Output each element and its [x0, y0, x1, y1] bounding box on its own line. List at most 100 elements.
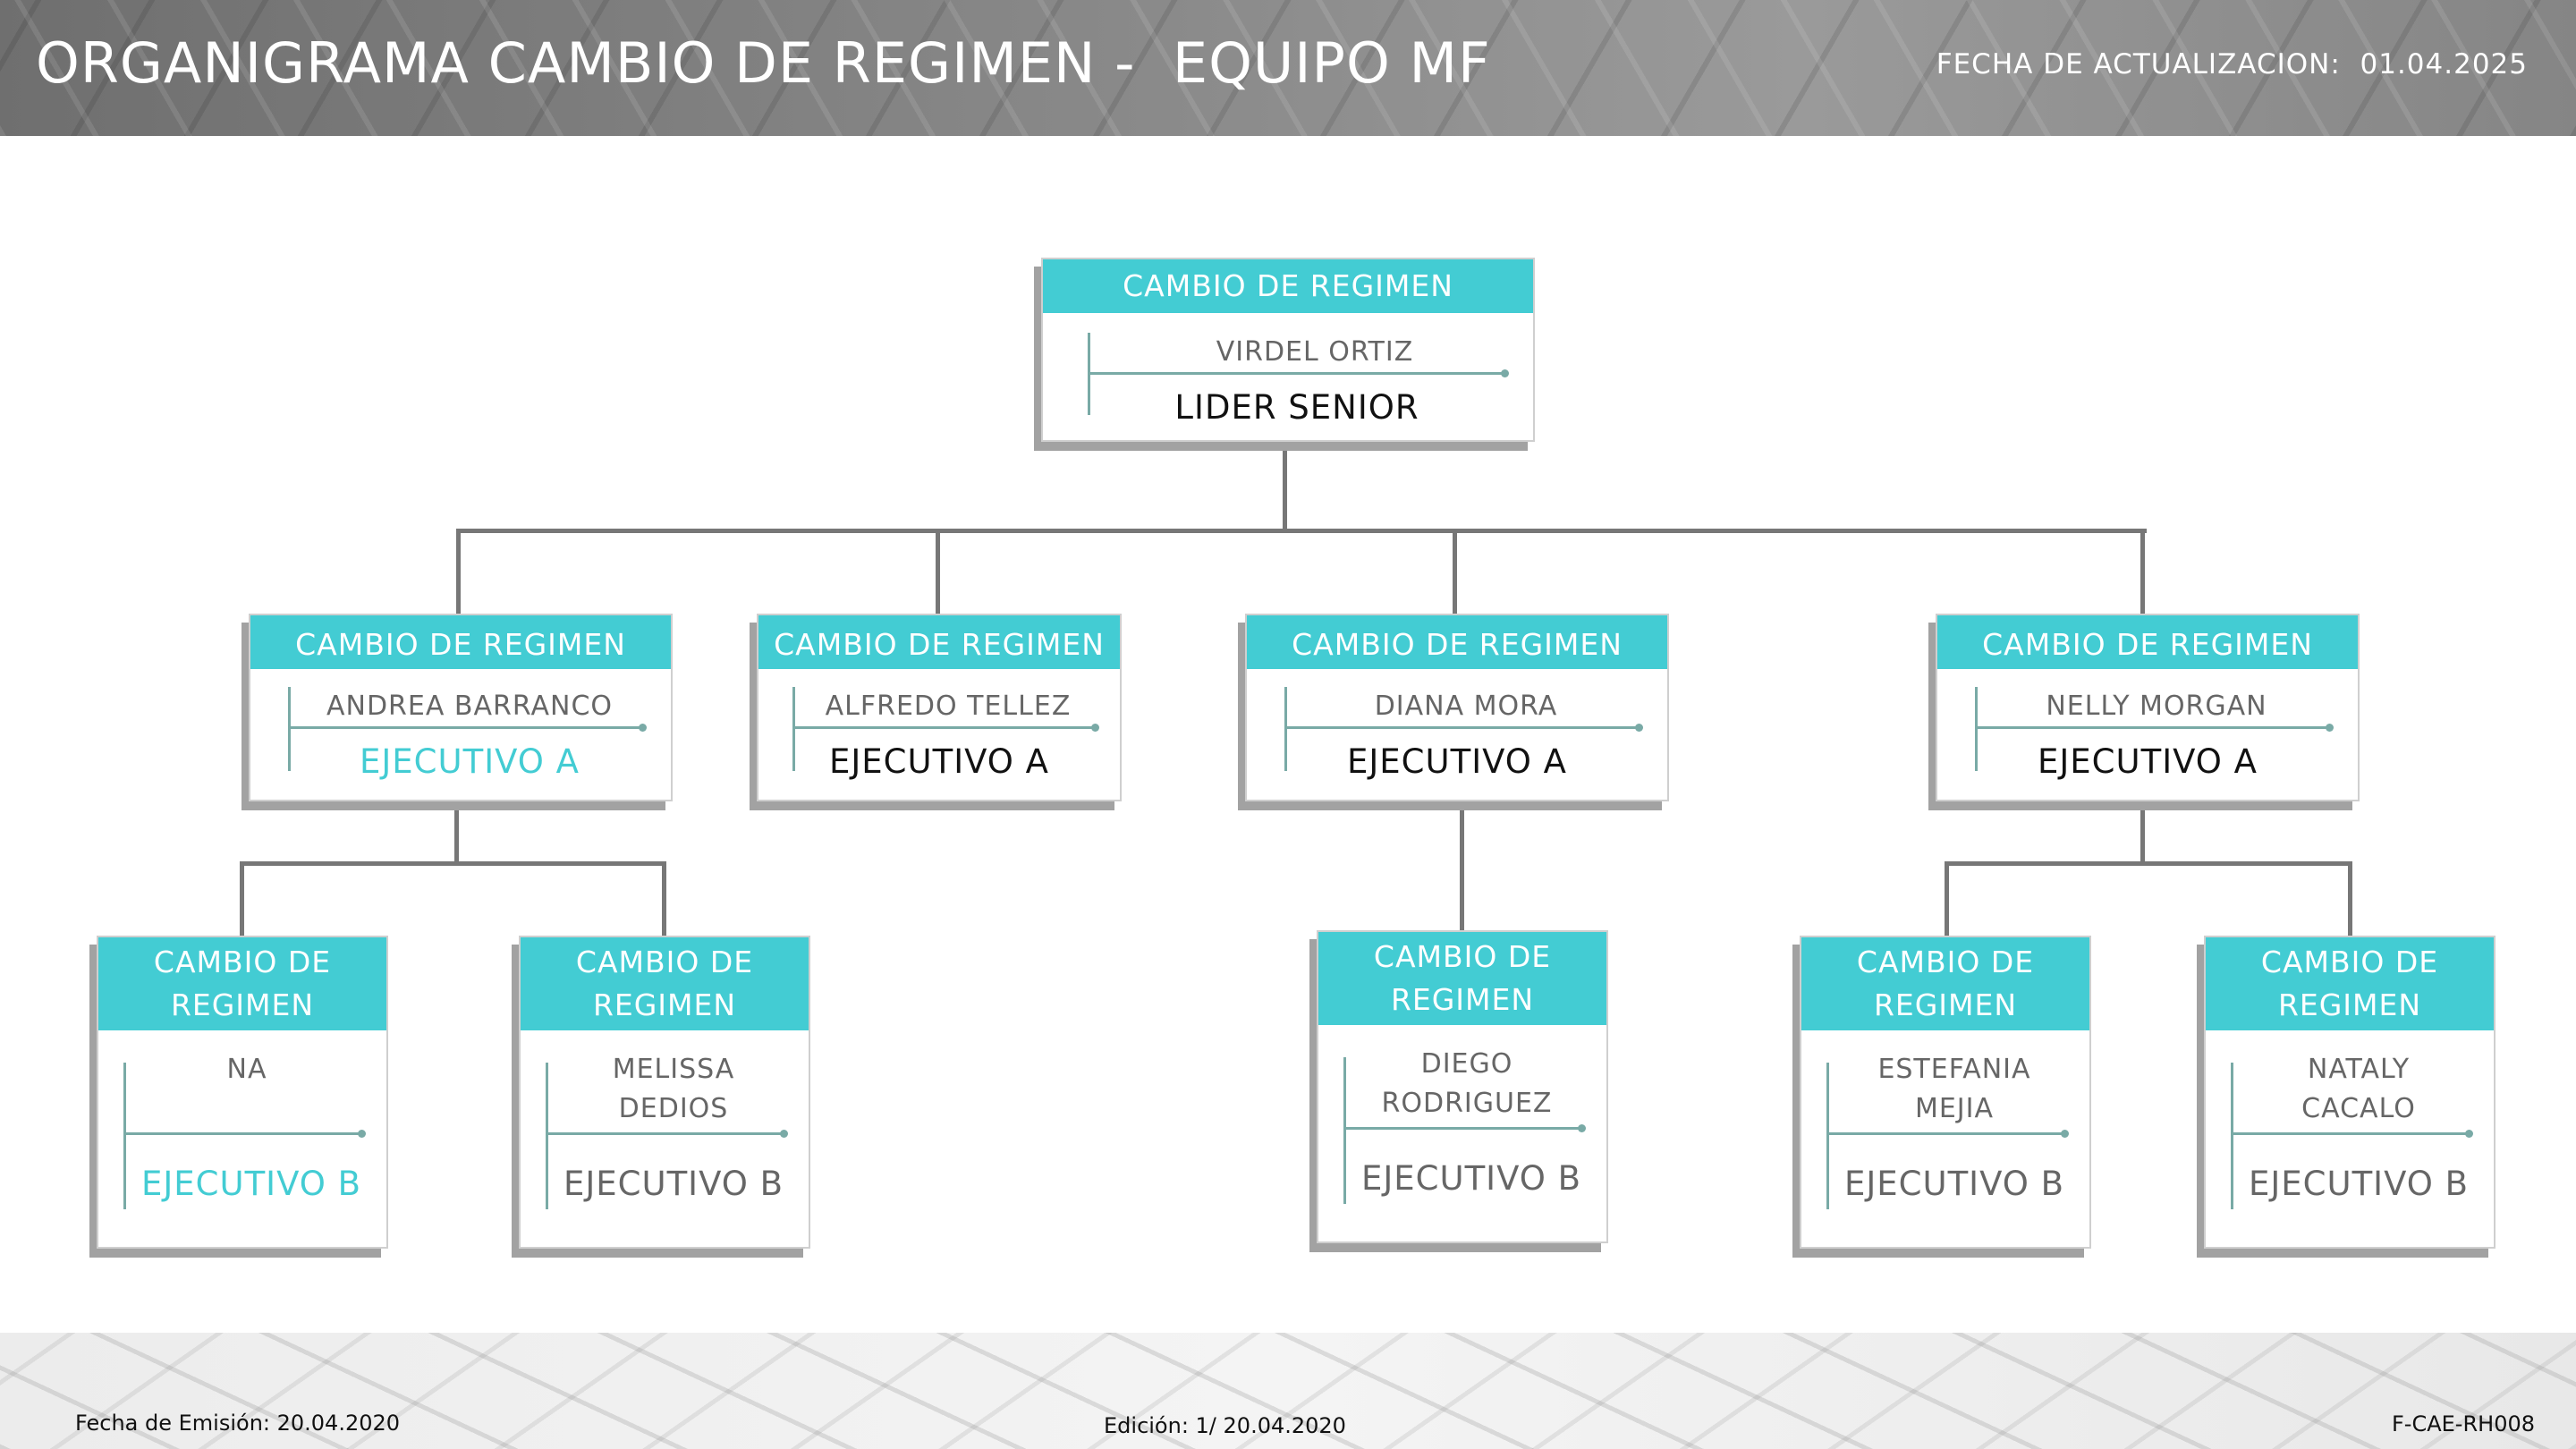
- card-accent-dot: [639, 724, 647, 732]
- card-accent-vline: [1284, 687, 1287, 771]
- employee-role: EJECUTIVO B: [563, 1165, 784, 1203]
- connector-to-estefania: [1945, 861, 1949, 936]
- card-accent-vline: [792, 687, 795, 771]
- connector-to-diana: [1453, 529, 1457, 614]
- update-date: FECHA DE ACTUALIZACION: 01.04.2025: [1936, 48, 2528, 80]
- connector-to-na: [240, 861, 244, 936]
- card-department: CAMBIO DE REGIMEN: [758, 615, 1120, 669]
- employee-name: ESTEFANIA MEJIA: [1877, 1054, 2031, 1124]
- org-card-diana: CAMBIO DE REGIMEN DIANA MORA EJECUTIVO A: [1245, 614, 1669, 801]
- card-department: CAMBIO DE REGIMEN: [521, 937, 809, 1030]
- header-band: ORGANIGRAMA CAMBIO DE REGIMEN - EQUIPO M…: [0, 0, 2576, 136]
- org-card-root: CAMBIO DE REGIMEN VIRDEL ORTIZ LIDER SEN…: [1041, 258, 1535, 442]
- employee-role: EJECUTIVO B: [140, 1165, 362, 1203]
- card-accent-dot: [1635, 724, 1643, 732]
- card-department: CAMBIO DE REGIMEN: [1318, 932, 1606, 1025]
- org-card-alfredo: CAMBIO DE REGIMEN ALFREDO TELLEZ EJECUTI…: [757, 614, 1122, 801]
- card-accent-hline: [1828, 1132, 2066, 1135]
- connector-andrea-bus: [240, 861, 666, 866]
- employee-name: VIRDEL ORTIZ: [1216, 336, 1414, 368]
- employee-role: EJECUTIVO A: [1347, 742, 1567, 781]
- connector-to-alfredo: [936, 529, 940, 614]
- card-accent-dot: [1501, 369, 1509, 377]
- org-card-na: CAMBIO DE REGIMEN NA EJECUTIVO B: [97, 936, 388, 1249]
- emission-date: Fecha de Emisión: 20.04.2020: [75, 1411, 401, 1436]
- card-accent-vline: [1343, 1057, 1346, 1204]
- card-department: CAMBIO DE REGIMEN: [1937, 615, 2358, 669]
- card-department: CAMBIO DE REGIMEN: [2206, 937, 2494, 1030]
- connector-to-andrea: [456, 529, 461, 614]
- org-card-andrea: CAMBIO DE REGIMEN ANDREA BARRANCO EJECUT…: [249, 614, 673, 801]
- employee-role: EJECUTIVO A: [2038, 742, 2258, 781]
- card-accent-hline: [547, 1132, 785, 1135]
- card-accent-dot: [2326, 724, 2334, 732]
- org-card-nelly: CAMBIO DE REGIMEN NELLY MORGAN EJECUTIVO…: [1936, 614, 2360, 801]
- connector-to-nelly: [2140, 529, 2145, 614]
- card-body: NELLY MORGAN EJECUTIVO A: [1937, 669, 2358, 800]
- card-department: CAMBIO DE REGIMEN: [98, 937, 386, 1030]
- employee-name: NATALY CACALO: [2301, 1054, 2416, 1124]
- connector-diana-down: [1460, 801, 1464, 930]
- employee-role: EJECUTIVO B: [1843, 1165, 2065, 1203]
- card-department: CAMBIO DE REGIMEN: [1247, 615, 1667, 669]
- card-body: ALFREDO TELLEZ EJECUTIVO A: [758, 669, 1120, 800]
- employee-name: ALFREDO TELLEZ: [825, 691, 1072, 722]
- card-accent-dot: [1578, 1124, 1586, 1132]
- card-accent-hline: [1345, 1127, 1583, 1130]
- card-accent-vline: [2231, 1063, 2233, 1209]
- card-department: CAMBIO DE REGIMEN: [250, 615, 671, 669]
- card-accent-vline: [1826, 1063, 1829, 1209]
- connector-to-nataly: [2348, 861, 2352, 936]
- card-accent-hline: [290, 726, 644, 729]
- org-card-nataly: CAMBIO DE REGIMEN NATALY CACALO EJECUTIV…: [2204, 936, 2496, 1249]
- employee-role: EJECUTIVO B: [1360, 1159, 1582, 1198]
- card-accent-dot: [358, 1130, 366, 1138]
- card-accent-hline: [2233, 1132, 2470, 1135]
- card-body: ESTEFANIA MEJIA EJECUTIVO B: [1801, 1030, 2089, 1247]
- footer-band: [0, 1333, 2576, 1449]
- card-accent-dot: [780, 1130, 788, 1138]
- org-card-melissa: CAMBIO DE REGIMEN MELISSA DEDIOS EJECUTI…: [519, 936, 810, 1249]
- employee-role: LIDER SENIOR: [1174, 388, 1419, 427]
- connector-to-melissa: [662, 861, 666, 936]
- employee-name: NELLY MORGAN: [2046, 691, 2267, 722]
- card-department: CAMBIO DE REGIMEN: [1801, 937, 2089, 1030]
- connector-level1-bus: [456, 529, 2147, 533]
- card-body: DIANA MORA EJECUTIVO A: [1247, 669, 1667, 800]
- card-body: NATALY CACALO EJECUTIVO B: [2206, 1030, 2494, 1247]
- card-accent-vline: [546, 1063, 548, 1209]
- connector-andrea-down: [454, 801, 459, 865]
- connector-nelly-bus: [1945, 861, 2352, 866]
- card-body: NA EJECUTIVO B: [98, 1030, 386, 1247]
- edition-info: Edición: 1/ 20.04.2020: [1104, 1413, 1346, 1438]
- document-code: F-CAE-RH008: [2392, 1411, 2535, 1436]
- card-accent-hline: [794, 726, 1097, 729]
- card-accent-hline: [1977, 726, 2331, 729]
- card-body: MELISSA DEDIOS EJECUTIVO B: [521, 1030, 809, 1247]
- org-card-estefania: CAMBIO DE REGIMEN ESTEFANIA MEJIA EJECUT…: [1800, 936, 2091, 1249]
- card-department: CAMBIO DE REGIMEN: [1043, 259, 1533, 313]
- employee-name: MELISSA DEDIOS: [612, 1054, 735, 1124]
- org-card-diego: CAMBIO DE REGIMEN DIEGO RODRIGUEZ EJECUT…: [1317, 930, 1608, 1243]
- employee-role: EJECUTIVO A: [360, 742, 580, 781]
- card-accent-vline: [288, 687, 291, 771]
- card-body: VIRDEL ORTIZ LIDER SENIOR: [1043, 313, 1533, 440]
- card-body: ANDREA BARRANCO EJECUTIVO A: [250, 669, 671, 800]
- card-accent-hline: [125, 1132, 363, 1135]
- card-accent-hline: [1286, 726, 1640, 729]
- employee-name: ANDREA BARRANCO: [326, 691, 614, 722]
- connector-nelly-down: [2140, 801, 2145, 865]
- employee-role: EJECUTIVO B: [2248, 1165, 2470, 1203]
- employee-name: NA: [226, 1054, 267, 1085]
- card-accent-vline: [1975, 687, 1978, 771]
- card-accent-vline: [123, 1063, 126, 1209]
- card-accent-hline: [1089, 372, 1506, 375]
- employee-role: EJECUTIVO A: [829, 742, 1049, 781]
- card-accent-vline: [1088, 333, 1090, 415]
- employee-name: DIEGO RODRIGUEZ: [1381, 1048, 1553, 1119]
- card-accent-dot: [1091, 724, 1099, 732]
- card-accent-dot: [2465, 1130, 2473, 1138]
- card-body: DIEGO RODRIGUEZ EJECUTIVO B: [1318, 1025, 1606, 1241]
- employee-name: DIANA MORA: [1374, 691, 1558, 722]
- card-accent-dot: [2061, 1130, 2069, 1138]
